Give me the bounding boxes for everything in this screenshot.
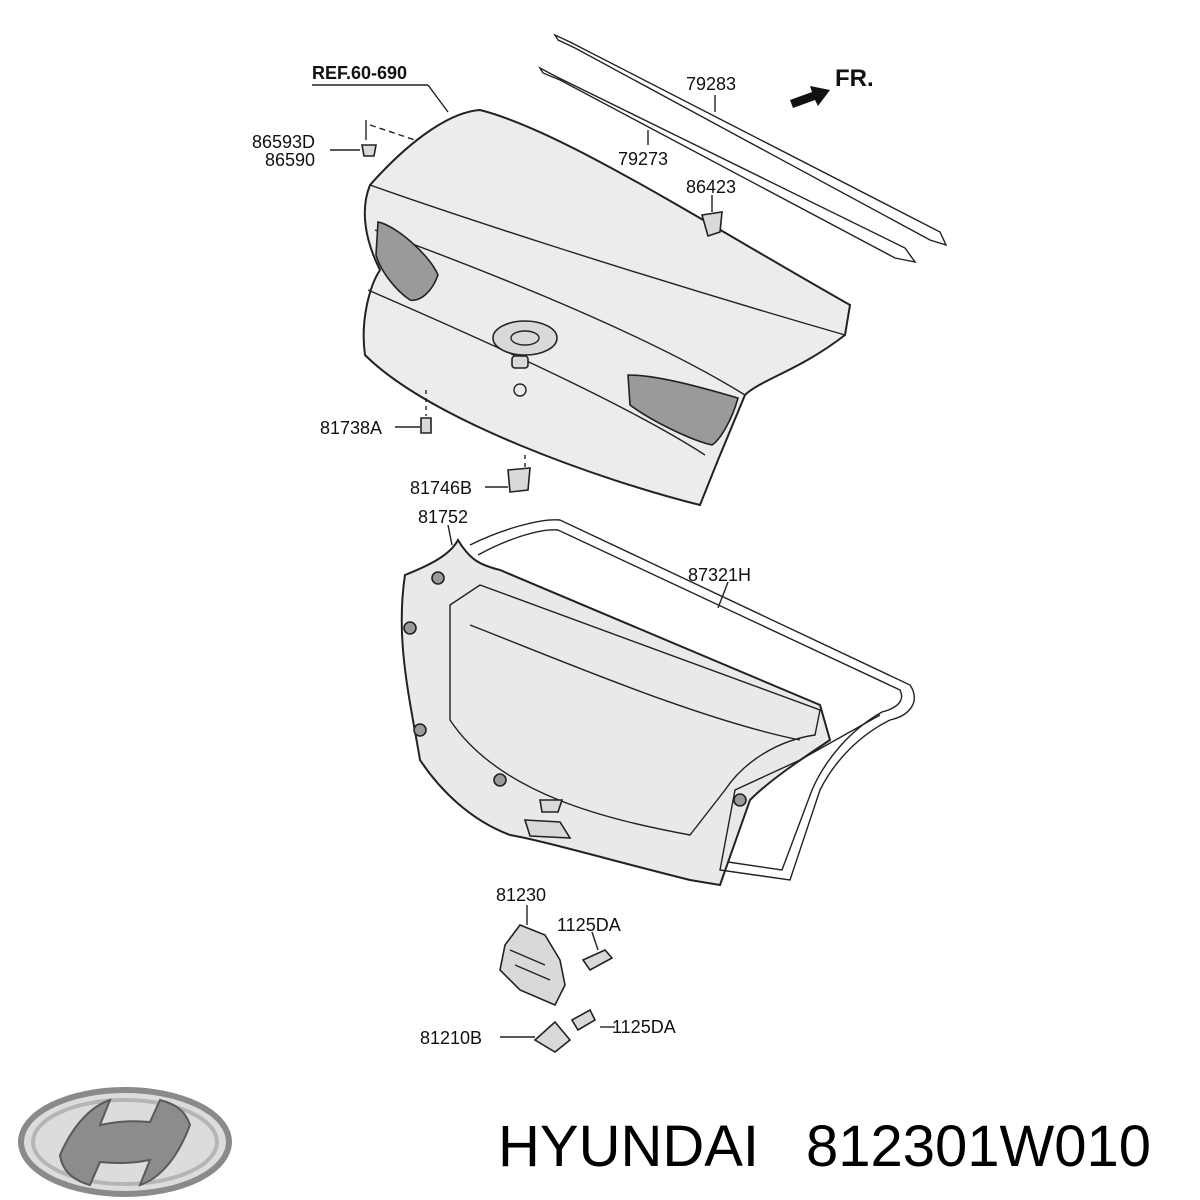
part-label-86423: 86423 (686, 177, 736, 197)
part-labels: REF.60-690 FR. 79283 79273 86423 86593D … (252, 63, 874, 1048)
part-label-81230: 81230 (496, 885, 546, 905)
part-label-79283: 79283 (686, 74, 736, 94)
part-label-81738A: 81738A (320, 418, 382, 438)
trunk-weatherstrip (469, 519, 915, 881)
part-label-1125DA-upper: 1125DA (557, 915, 621, 935)
brand-name: HYUNDAI (498, 1114, 759, 1179)
front-direction-arrow (790, 86, 830, 108)
leader-lines (312, 84, 729, 1038)
trunk-lid (361, 108, 852, 507)
reference-label: REF.60-690 (312, 63, 407, 83)
trunk-lid-trim-panel (400, 537, 832, 887)
part-label-81752: 81752 (418, 507, 468, 527)
part-label-1125DA-lower: 1125DA (612, 1017, 676, 1037)
front-direction-label: FR. (835, 65, 874, 92)
part-label-81746B: 81746B (410, 478, 472, 498)
trunk-latch-assembly (499, 924, 614, 1053)
trunk-stay-rods (538, 33, 948, 264)
hyundai-logo (18, 1087, 232, 1197)
part-label-86590: 86590 (265, 150, 315, 170)
part-label-86593D: 86593D (252, 132, 315, 152)
part-number: 812301W010 (806, 1114, 1151, 1179)
part-label-79273: 79273 (618, 149, 668, 169)
part-label-81210B: 81210B (420, 1028, 482, 1048)
part-label-87321H: 87321H (688, 565, 751, 585)
